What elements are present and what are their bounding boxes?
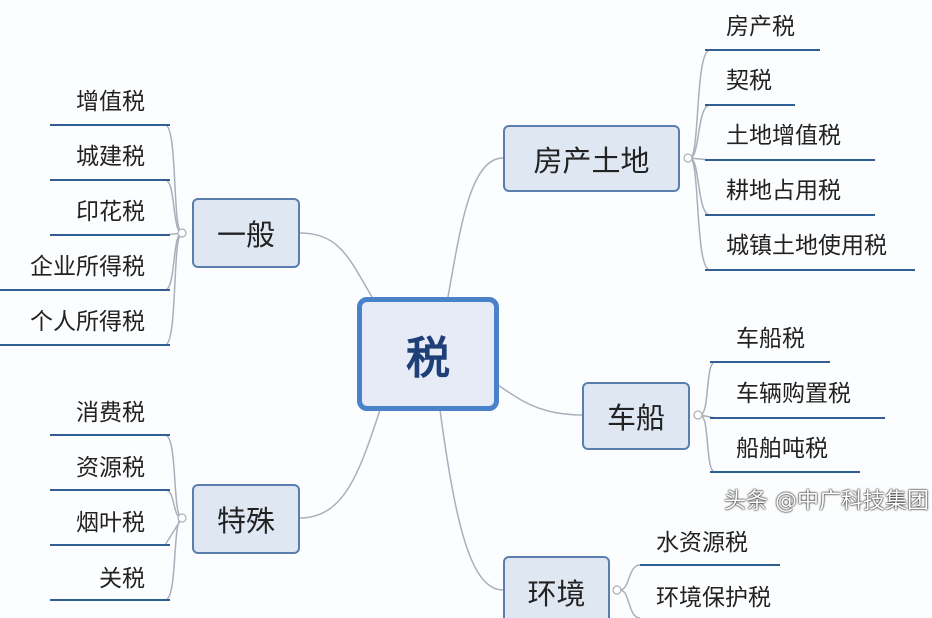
leaf-item[interactable]: 契税 bbox=[726, 68, 772, 94]
leaf-item[interactable]: 烟叶税 bbox=[76, 510, 145, 536]
leaf-item[interactable]: 车船税 bbox=[736, 326, 805, 352]
branch-property[interactable]: 房产土地 bbox=[503, 125, 680, 192]
leaf-item[interactable]: 水资源税 bbox=[656, 530, 748, 556]
branch-environment[interactable]: 环境 bbox=[503, 556, 610, 618]
leaf-item[interactable]: 资源税 bbox=[76, 455, 145, 481]
branch-vehicle[interactable]: 车船 bbox=[582, 382, 690, 450]
center-node[interactable]: 税 bbox=[357, 297, 499, 411]
leaf-item[interactable]: 城镇土地使用税 bbox=[726, 233, 887, 259]
leaf-item[interactable]: 房产税 bbox=[726, 14, 795, 40]
leaf-item[interactable]: 耕地占用税 bbox=[726, 178, 841, 204]
branch-special[interactable]: 特殊 bbox=[192, 484, 300, 554]
leaf-item[interactable]: 车辆购置税 bbox=[736, 381, 851, 407]
watermark: 头条 @中广科技集团 bbox=[724, 489, 929, 514]
leaf-item[interactable]: 关税 bbox=[99, 566, 145, 592]
leaf-item[interactable]: 船舶吨税 bbox=[736, 436, 828, 462]
branch-general[interactable]: 一般 bbox=[192, 198, 300, 268]
leaf-item[interactable]: 增值税 bbox=[76, 89, 145, 115]
leaf-item[interactable]: 企业所得税 bbox=[30, 254, 145, 280]
leaf-item[interactable]: 消费税 bbox=[76, 400, 145, 426]
leaf-item[interactable]: 城建税 bbox=[76, 144, 145, 170]
leaf-item[interactable]: 个人所得税 bbox=[30, 309, 145, 335]
leaf-item[interactable]: 印花税 bbox=[76, 199, 145, 225]
leaf-item[interactable]: 环境保护税 bbox=[656, 585, 771, 611]
leaf-item[interactable]: 土地增值税 bbox=[726, 123, 841, 149]
